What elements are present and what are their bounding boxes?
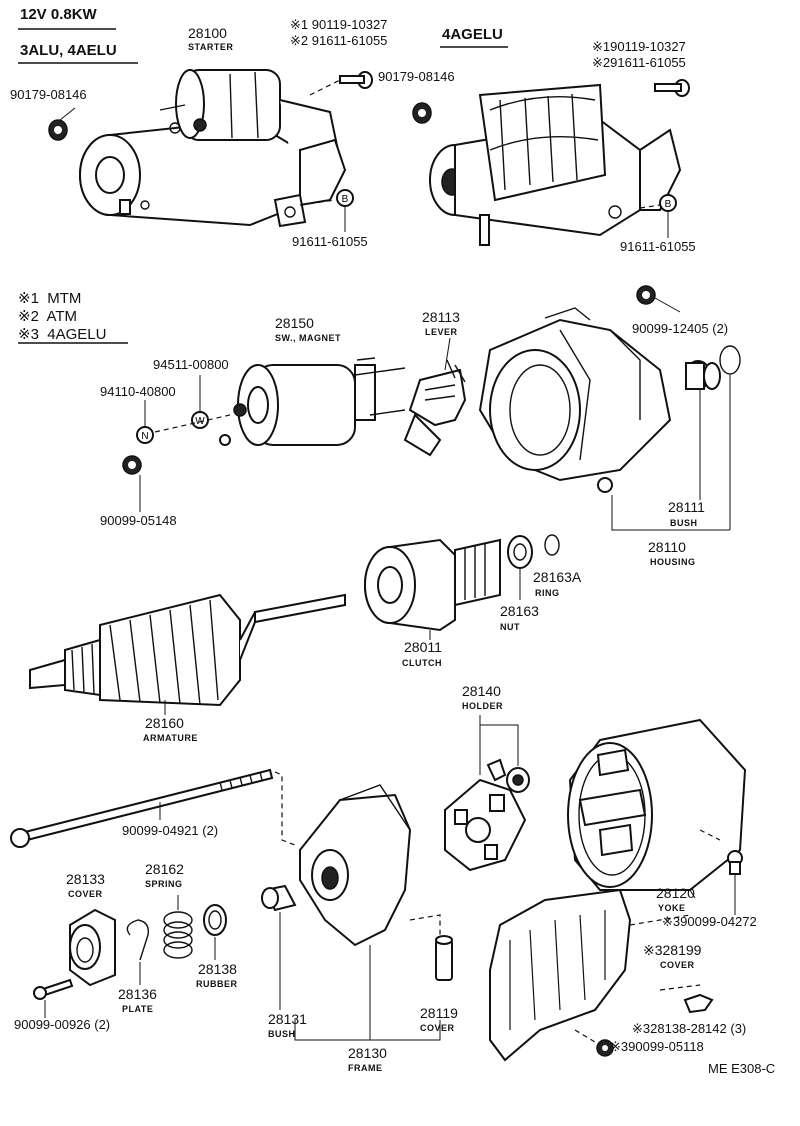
housing-drawing [478,307,672,493]
label-nut-05118: ※390099-05118 [610,1039,704,1054]
plate-28136-icon [126,919,149,961]
armature-drawing [29,593,346,707]
washer-n-letter: N [141,431,148,442]
legend-item-3: ※3 4AGELU [18,326,107,343]
label-r-bolt1: ※190119-10327 [592,39,686,54]
legend-item-2: ※2 ATM [18,308,77,325]
label-nut-12405: 90099-12405 (2) [632,321,729,336]
label-bush2-name: BUSH [268,1029,296,1039]
label-clutch-name: CLUTCH [402,658,442,668]
label-plate-num: 28136 [118,986,157,1002]
label-cover3-num: ※328199 [643,942,702,958]
label-m-nut: 90179-08146 [378,69,455,84]
label-cover3-name: COVER [660,960,695,970]
lever-drawing [403,359,467,457]
label-housing-num: 28110 [648,539,686,555]
label-spring-name: SPRING [145,879,183,889]
legend-mark-3: ※3 [18,326,39,343]
label-washer-w: 94511-00800 [153,357,229,372]
variant-right-title: 4AGELU [442,26,503,43]
clip-28142-icon [683,993,714,1014]
diagram-code: ME E308-C [708,1061,776,1076]
label-bolt-04921: 90099-04921 (2) [122,823,219,838]
rubber-28138-icon [203,904,227,936]
label-magnet-name: SW., MAGNET [275,333,341,343]
legend-item-1: ※1 MTM [18,290,82,307]
yoke-drawing [567,718,747,891]
label-clutch-num: 28011 [404,639,442,655]
label-screw-04272: ※390099-04272 [662,914,757,929]
label-starter-name: STARTER [188,42,234,52]
starter-right-drawing [429,83,682,246]
label-bush-name: BUSH [670,518,698,528]
label-bush2-num: 28131 [268,1011,307,1027]
label-housing-name: HOUSING [650,557,696,567]
label-l-nut: 90179-08146 [10,87,87,102]
label-l-bolt1: ※1 90119-10327 [290,17,388,32]
ring-28163a-icon [544,534,560,556]
washer-b-right-letter: B [665,199,672,210]
label-bush-num: 28111 [668,499,705,515]
label-plate-name: PLATE [122,1004,154,1014]
label-armature-num: 28160 [145,715,184,731]
label-lever-num: 28113 [422,309,460,325]
brush-holder-drawing [444,758,527,872]
label-cover2-num: 28119 [420,1005,458,1021]
clutch-drawing [364,538,501,632]
label-part-28142: ※328138-28142 (3) [632,1021,747,1036]
washer-b-left-icon [336,189,354,207]
label-nut-num: 28163 [500,603,539,619]
label-yoke-name: YOKE [658,903,686,913]
legend-mark-2: ※2 [18,308,39,325]
label-ring-num: 28163A [533,569,582,585]
label-rubber-num: 28138 [198,961,237,977]
through-bolt-drawing [10,768,274,848]
label-r-bolt-bottom: 91611-61055 [620,239,696,254]
label-screw-00926: 90099-00926 (2) [14,1017,111,1032]
legend-text-2: ATM [46,308,77,325]
label-magnet-num: 28150 [275,315,314,331]
starter-left-drawing [79,69,347,228]
label-lever-name: LEVER [425,327,458,337]
label-ring-name: RING [535,588,560,598]
washer-b-right-icon [659,194,677,212]
legend-text-1: MTM [47,290,82,307]
cover-28119-icon [435,939,453,981]
legend-text-3: 4AGELU [47,326,107,343]
label-holder-num: 28140 [462,683,501,699]
screw-00926-drawing [33,978,74,1000]
end-cover-drawing [69,908,116,987]
frame-drawing [299,784,412,947]
magnetic-switch-drawing [219,357,406,446]
label-starter-num: 28100 [188,25,227,41]
label-armature-name: ARMATURE [143,733,198,743]
variant-left-title: 3ALU, 4AELU [20,42,117,59]
rating-title: 12V 0.8KW [20,6,97,23]
label-yoke-num: 28120 [656,885,695,901]
spring-28162-drawing [163,911,193,959]
label-holder-name: HOLDER [462,701,503,711]
label-washer-n: 94110-40800 [100,384,176,399]
nut-28163-icon [507,535,533,569]
label-nut-05148: 90099-05148 [100,513,177,528]
label-l-bolt2: ※2 91611-61055 [290,33,388,48]
label-frame-name: FRAME [348,1063,383,1073]
label-l-bolt-bottom: 91611-61055 [292,234,368,249]
label-nut-name: NUT [500,622,520,632]
label-cover1-num: 28133 [66,871,105,887]
label-r-bolt2: ※291611-61055 [592,55,686,70]
washer-b-left-letter: B [342,194,349,205]
legend-mark-1: ※1 [18,290,39,307]
label-cover1-name: COVER [68,889,103,899]
ring-12405-icon [719,345,741,375]
label-rubber-name: RUBBER [196,979,238,989]
cover-28199-drawing [489,888,632,1062]
label-cover2-name: COVER [420,1023,455,1033]
label-frame-num: 28130 [348,1045,387,1061]
label-spring-num: 28162 [145,861,184,877]
